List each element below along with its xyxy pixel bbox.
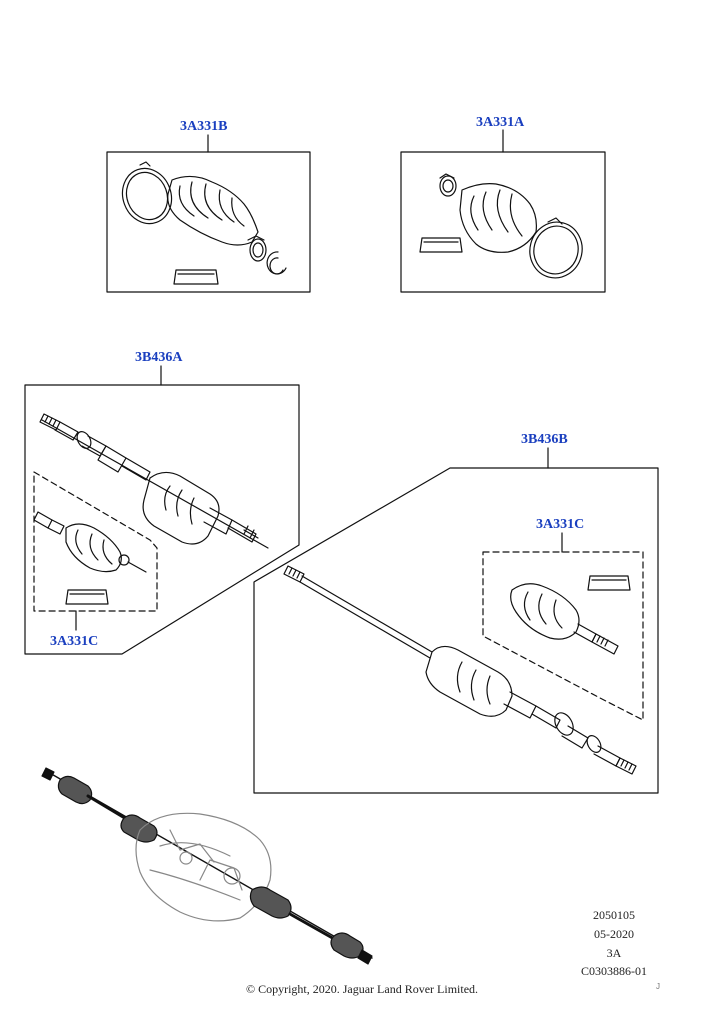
diagram-code: C0303886-01 bbox=[581, 964, 647, 978]
diagram-section: 3A bbox=[606, 946, 622, 960]
callout-3a331c-left[interactable]: 3A331C bbox=[50, 634, 99, 649]
copyright-notice: © Copyright, 2020. Jaguar Land Rover Lim… bbox=[245, 982, 479, 996]
callout-3b436a[interactable]: 3B436A bbox=[135, 350, 183, 365]
diagram-id: 2050105 bbox=[593, 908, 635, 922]
diagram-date: 05-2020 bbox=[594, 927, 634, 941]
callout-3b436b[interactable]: 3B436B bbox=[521, 432, 568, 447]
corner-mark: J bbox=[656, 982, 660, 991]
callout-3a331c-right[interactable]: 3A331C bbox=[536, 517, 585, 532]
callout-3a331a[interactable]: 3A331A bbox=[476, 115, 525, 130]
kit-box-3b436b bbox=[253, 447, 659, 794]
kit-box-3a331b bbox=[106, 134, 311, 293]
kit-box-3b436a bbox=[24, 365, 300, 655]
callout-3a331b[interactable]: 3A331B bbox=[180, 119, 228, 134]
kit-box-3a331a bbox=[400, 129, 606, 293]
drivetrain-overview bbox=[41, 767, 373, 965]
